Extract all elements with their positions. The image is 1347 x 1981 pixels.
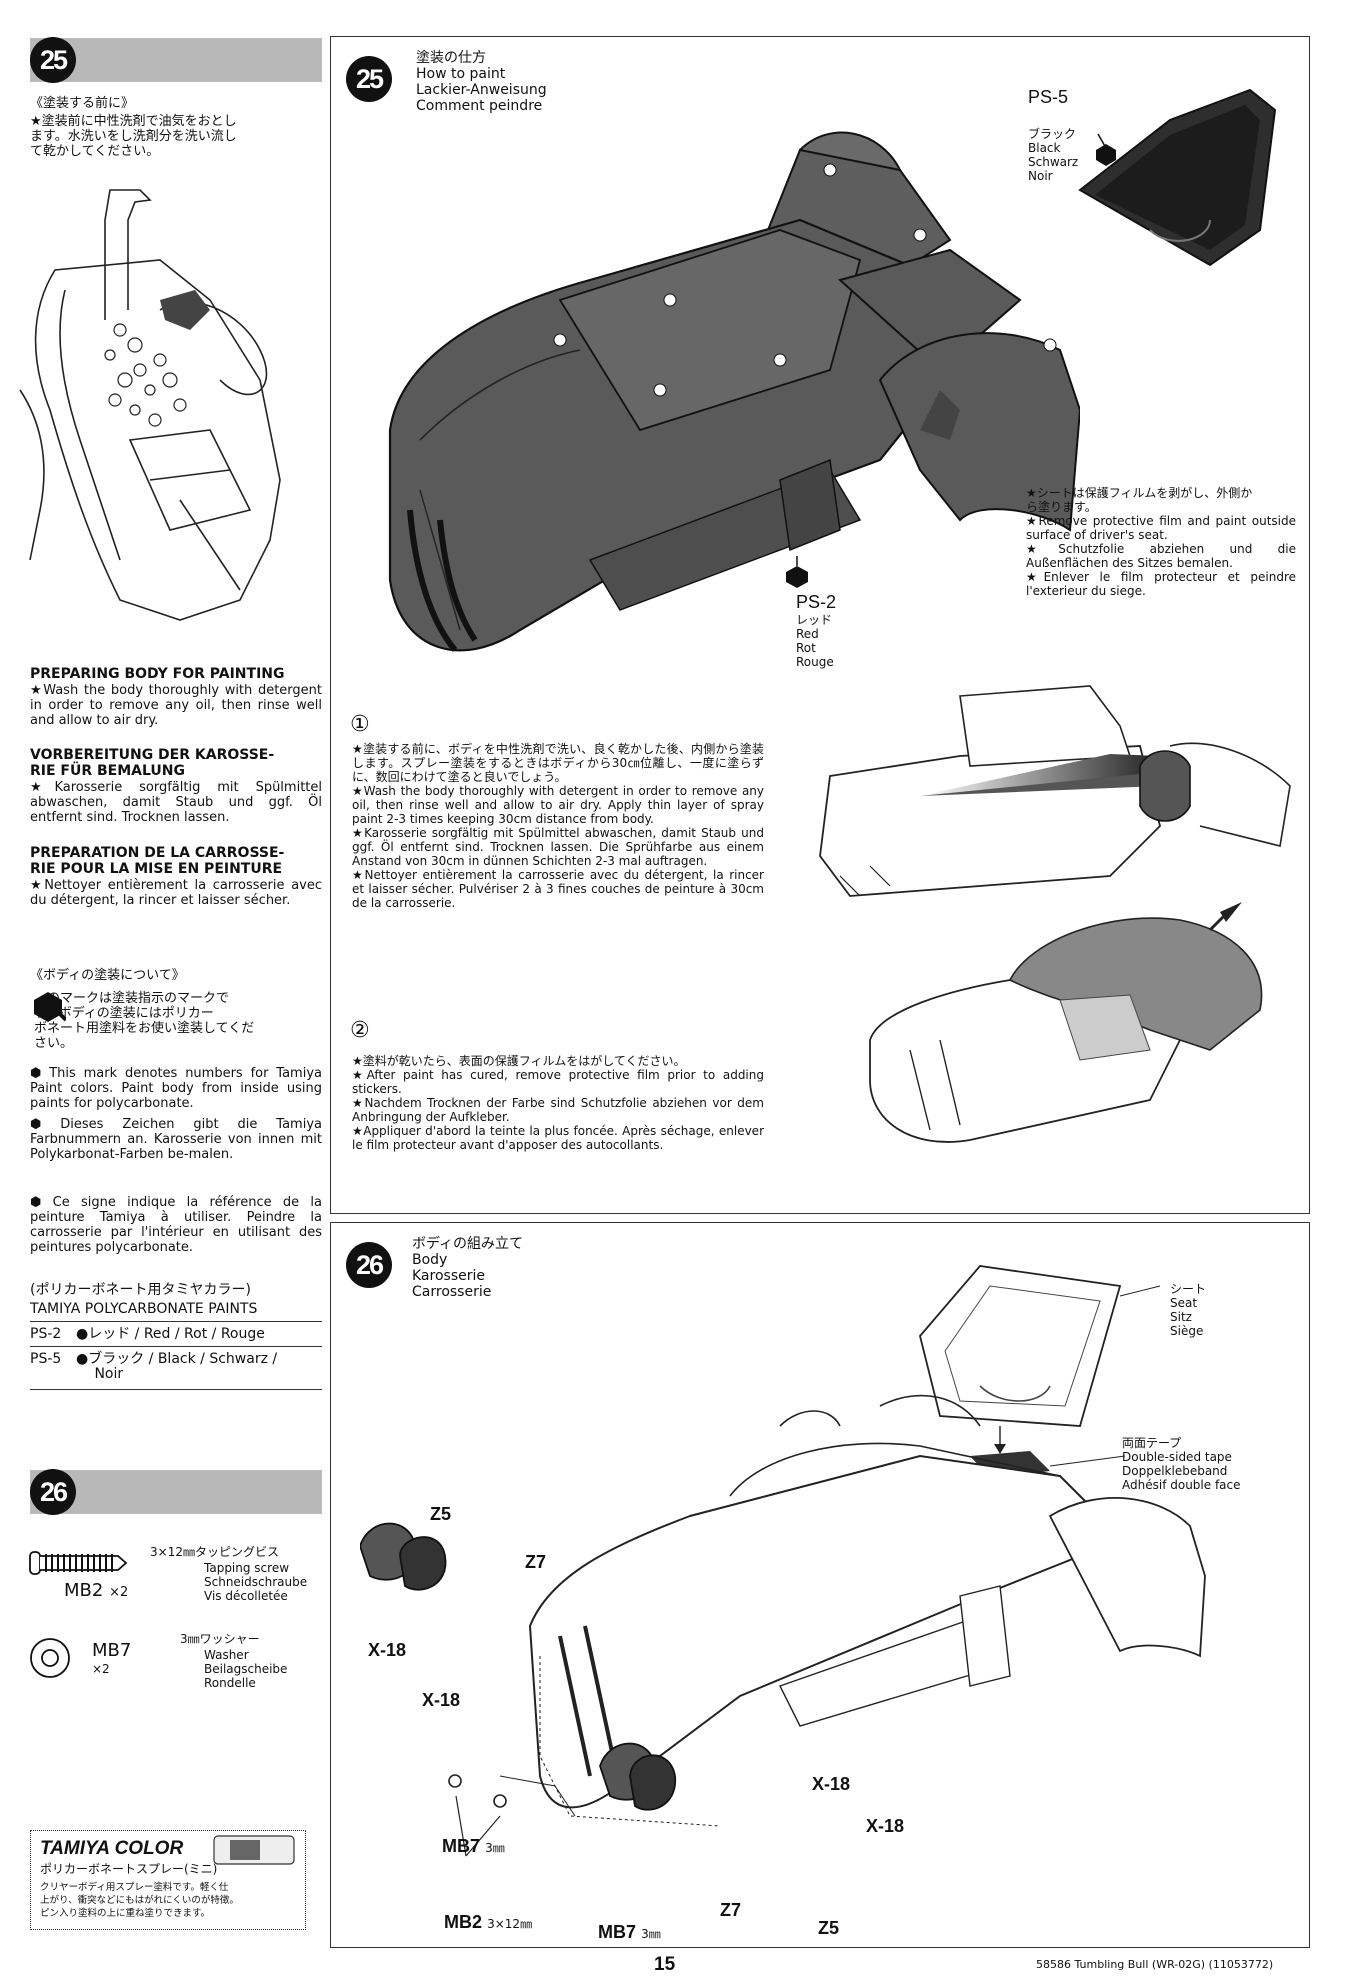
washer-qty: ×2: [92, 1662, 110, 1676]
z5-top-label: Z5: [430, 1504, 452, 1524]
mb7-a-code: MB7: [442, 1836, 481, 1856]
de-text: ★Karosserie sorgfältig mit Spülmittel ab…: [30, 780, 322, 825]
seat-paint-note: ★シートは保護フィルムを剥がし、外側か ら塗ります。 ★Remove prote…: [1026, 486, 1296, 598]
de-title: VORBEREITUNG DER KAROSSE- RIE FÜR BEMALU…: [30, 747, 275, 779]
z7-bottom-label: Z7: [720, 1900, 742, 1920]
paints-divider: [30, 1346, 322, 1347]
page-number: 15: [654, 1954, 676, 1975]
en-mark-body: This mark denotes numbers for Tamiya Pai…: [30, 1066, 322, 1111]
step25-panel: [330, 36, 1310, 1214]
body-assembly-illustration: [360, 1256, 1206, 1857]
ps5-names: ブラック Black Schwarz Noir: [1028, 127, 1079, 183]
product-code: 58586 Tumbling Bull (WR-02G) (11053772): [1036, 1958, 1274, 1971]
p26-title: ボディの組み立て Body Karosserie Carrosserie: [412, 1236, 524, 1300]
tapping-screw-icon: [29, 1551, 128, 1575]
tamiya-color-text: クリヤーボディ用スプレー塗料です。軽く仕 上がり、衝突などにもはがれにくいのが特…: [40, 1882, 239, 1919]
step1-number: ①: [350, 712, 370, 737]
fr-title: PREPARATION DE LA CARROSSE- RIE POUR LA …: [30, 845, 285, 877]
en-text: ★Wash the body thoroughly with detergent…: [30, 683, 322, 728]
seat-black-illustration: [1078, 88, 1277, 267]
step2-text: ★塗料が乾いたら、表面の保護フィルムをはがしてください。 ★After pain…: [352, 1054, 764, 1152]
paints-jp: (ポリカーボネート用タミヤカラー): [30, 1282, 251, 1298]
tamiya-color-sub: ポリカーボネートスプレー(ミニ): [40, 1862, 218, 1876]
ps5-code: PS-5: [1028, 87, 1069, 107]
ps5-label: PS-5 ブラック Black Schwarz Noir: [1028, 68, 1078, 202]
paints-bottom: [30, 1389, 322, 1390]
tamiya-color-title: TAMIYA COLOR: [40, 1838, 184, 1859]
mb7-b-code: MB7: [598, 1922, 637, 1942]
p25-title: 塗装の仕方 How to paint Lackier-Anweisung Com…: [416, 50, 547, 114]
step25-bar: [30, 38, 322, 82]
x18-left-a-label: X-18: [368, 1640, 407, 1660]
p25-number: 25: [346, 56, 392, 102]
step26-bar: [30, 1470, 322, 1514]
tamiya-color-box: [30, 1830, 306, 1930]
mb7-b-size: 3㎜: [641, 1927, 661, 1941]
paint-mark-small-icon: ⬢: [30, 1117, 61, 1132]
spray-can-icon: [213, 1835, 295, 1865]
jp-wash-title: 《塗装する前に》: [30, 96, 135, 111]
mb7-a-label: MB7 3㎜: [442, 1836, 505, 1857]
fr-mark-body: Ce signe indique la référence de la pein…: [30, 1195, 322, 1255]
screw-names: Tapping screw Schneidschraube Vis décoll…: [204, 1561, 308, 1603]
seat-label: シート Seat Sitz Siège: [1170, 1282, 1207, 1338]
screw-jp: 3×12㎜タッピングビス: [150, 1545, 279, 1559]
spray-painting-illustration: [819, 685, 1291, 897]
screw-code-text: MB2: [64, 1580, 104, 1601]
washer-code: MB7: [92, 1640, 132, 1661]
z5-bottom-label: Z5: [818, 1918, 840, 1938]
jp-paint-text: のマークは塗装指示のマークで す。ボディの塗装にはポリカー ボネート用塗料をお使…: [34, 991, 255, 1051]
step25-number: 25: [30, 37, 76, 83]
x18-left-b-label: X-18: [422, 1690, 461, 1710]
mb2-label: MB2 3×12㎜: [444, 1912, 532, 1933]
z7-top-label: Z7: [525, 1552, 547, 1572]
step1-text: ★塗装する前に、ボディを中性洗剤で洗い、良く乾かした後、内側から塗装します。スプ…: [352, 742, 764, 910]
tape-label: 両面テープ Double-sided tape Doppelklebeband …: [1122, 1436, 1241, 1492]
mb7-b-label: MB7 3㎜: [598, 1922, 661, 1943]
ps2-names: レッド Red Rot Rouge: [796, 613, 834, 669]
screw-qty: ×2: [109, 1585, 129, 1600]
paint1-code: PS-2: [30, 1326, 62, 1342]
washer-names: Washer Beilagscheibe Rondelle: [204, 1648, 288, 1690]
de-mark-text: ⬢ Dieses Zeichen gibt die Tamiya Farbnum…: [30, 1117, 322, 1162]
paint-mark-hex-icon: [34, 992, 66, 1022]
step26-panel: [330, 1222, 1310, 1948]
de-mark-body: Dieses Zeichen gibt die Tamiya Farbnumme…: [30, 1117, 322, 1162]
jp-paint-title: 《ボディの塗装について》: [30, 968, 185, 983]
washer-jp: 3㎜ワッシャー: [180, 1632, 260, 1646]
ps2-code: PS-2: [796, 592, 837, 612]
fr-mark-text: ⬢ Ce signe indique la référence de la pe…: [30, 1195, 322, 1255]
paint-mark-small-icon: ⬢: [30, 1195, 53, 1210]
ps5-marker-icon: [1096, 133, 1116, 166]
ps2-marker-icon: [786, 556, 808, 588]
ps2-label: PS-2 レッド Red Rot Rouge: [796, 592, 836, 669]
paint2-code: PS-5: [30, 1351, 62, 1367]
mb2-code: MB2: [444, 1912, 483, 1932]
mb7-a-size: 3㎜: [485, 1841, 505, 1855]
step26-number: 26: [30, 1469, 76, 1515]
paint-mark-small-icon: ⬢: [30, 1066, 50, 1081]
jp-wash-text: ★塗装前に中性洗剤で油気をおとし ます。水洗いをし洗剤分を洗い流し て乾かしてく…: [30, 114, 237, 159]
fr-text: ★Nettoyer entièrement la carrosserie ave…: [30, 878, 322, 908]
x18-right-a-label: X-18: [812, 1774, 851, 1794]
paints-en: TAMIYA POLYCARBONATE PAINTS: [30, 1301, 258, 1317]
en-title: PREPARING BODY FOR PAINTING: [30, 666, 285, 682]
paint2-name: ●ブラック / Black / Schwarz / Noir: [76, 1351, 278, 1382]
p26-number: 26: [346, 1242, 392, 1288]
x18-right-b-label: X-18: [866, 1816, 905, 1836]
film-removal-illustration: [869, 902, 1263, 1143]
paints-table: [30, 1321, 322, 1322]
washing-illustration: [19, 189, 281, 621]
step2-number: ②: [350, 1018, 370, 1043]
mb2-size: 3×12㎜: [487, 1917, 533, 1931]
en-mark-text: ⬢ This mark denotes numbers for Tamiya P…: [30, 1066, 322, 1111]
screw-code: MB2 ×2: [64, 1580, 128, 1601]
washer-icon: [30, 1638, 70, 1678]
paint1-name: ●レッド / Red / Rot / Rouge: [76, 1326, 265, 1342]
body-painted-illustration: [388, 131, 1080, 652]
